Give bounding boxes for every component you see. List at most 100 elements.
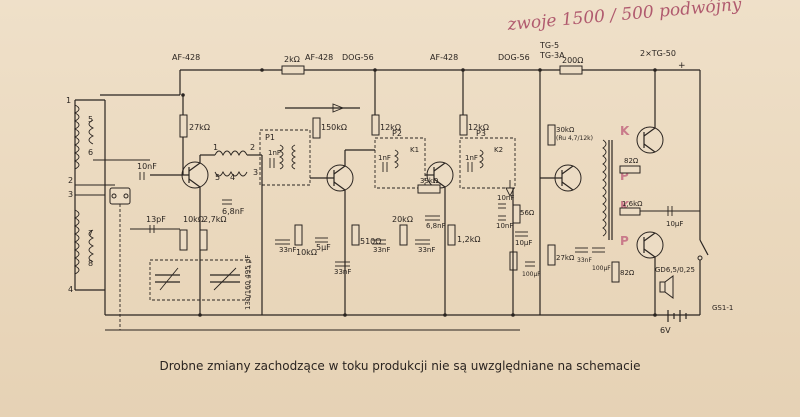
svg-text:150kΩ: 150kΩ <box>321 123 347 132</box>
svg-text:10kΩ: 10kΩ <box>183 215 204 224</box>
resistor-39k <box>417 184 441 194</box>
svg-text:3: 3 <box>68 190 73 199</box>
svg-text:33nF: 33nF <box>373 246 390 254</box>
svg-text:2kΩ: 2kΩ <box>284 55 300 64</box>
output-transistor-1 <box>636 126 664 154</box>
svg-text:1: 1 <box>66 96 71 105</box>
svg-text:7: 7 <box>88 229 93 238</box>
svg-text:10μF: 10μF <box>515 239 532 247</box>
transistor-label-2: AF-428 <box>305 53 333 62</box>
ptc-label: (Ru 4,7/12k) <box>556 135 593 142</box>
power-switch[interactable] <box>697 70 709 315</box>
caption: Drobne zmiany zachodzące w toku produkcj… <box>160 359 641 373</box>
transistor-label-1: AF-428 <box>172 53 200 62</box>
resistor-27k-b <box>547 244 556 266</box>
svg-text:P3: P3 <box>476 129 486 138</box>
svg-text:5μF: 5μF <box>316 243 331 252</box>
svg-text:10nF: 10nF <box>497 194 514 202</box>
band-switch[interactable] <box>109 187 131 330</box>
svg-text:4: 4 <box>68 285 73 294</box>
resistor-82-a <box>619 165 641 174</box>
svg-text:100μF: 100μF <box>592 265 611 272</box>
resistor-12k-1 <box>371 114 380 136</box>
svg-text:1,2kΩ: 1,2kΩ <box>457 235 480 244</box>
svg-text:10μF: 10μF <box>666 220 683 228</box>
svg-text:56Ω: 56Ω <box>520 209 535 217</box>
svg-text:K: K <box>620 199 630 213</box>
svg-text:6,8nF: 6,8nF <box>222 207 245 216</box>
svg-text:27kΩ: 27kΩ <box>189 123 210 132</box>
svg-text:30kΩ: 30kΩ <box>556 126 575 134</box>
resistor-10k-b <box>294 224 303 246</box>
svg-text:P2: P2 <box>392 129 402 138</box>
transistor-label-7: TG-3A <box>539 51 565 60</box>
oscillator-coil <box>214 150 263 315</box>
svg-text:33nF: 33nF <box>334 268 351 276</box>
svg-text:6: 6 <box>88 148 93 157</box>
svg-text:K1: K1 <box>410 146 419 154</box>
resistor-56 <box>512 204 521 224</box>
svg-text:100μF: 100μF <box>522 271 541 278</box>
battery-icon <box>667 310 687 322</box>
svg-text:33nF: 33nF <box>577 257 592 264</box>
svg-text:P: P <box>620 169 629 183</box>
svg-text:2,7kΩ: 2,7kΩ <box>203 215 226 224</box>
svg-text:200Ω: 200Ω <box>562 56 583 65</box>
svg-text:1: 1 <box>213 143 218 152</box>
svg-text:5: 5 <box>88 115 93 124</box>
transistor-label-8: 2×TG-50 <box>640 49 676 58</box>
resistor-200 <box>559 65 583 75</box>
svg-text:33nF: 33nF <box>279 246 296 254</box>
svg-text:K: K <box>620 124 630 138</box>
transistor-label-4: AF-428 <box>430 53 458 62</box>
svg-text:27kΩ: 27kΩ <box>556 254 575 262</box>
resistor-20k <box>399 224 408 246</box>
switch-label: GS1-1 <box>712 304 733 312</box>
svg-text:20kΩ: 20kΩ <box>392 215 413 224</box>
svg-text:33nF: 33nF <box>418 246 435 254</box>
svg-text:510Ω: 510Ω <box>360 237 381 246</box>
svg-text:10nF: 10nF <box>137 162 157 171</box>
if-transformer-3 <box>459 137 516 189</box>
trimmer-label: 130/160 495 pF <box>244 255 252 310</box>
svg-text:1nF: 1nF <box>465 154 478 162</box>
resistor-30k <box>547 124 556 146</box>
svg-text:1,6kΩ: 1,6kΩ <box>622 200 643 208</box>
transistor-label-6: TG-5 <box>539 41 559 50</box>
speaker-icon <box>659 275 674 299</box>
svg-text:1nF: 1nF <box>378 154 391 162</box>
ferrite-antenna <box>73 99 150 315</box>
transistor-label-5: DOG-56 <box>498 53 530 62</box>
resistor-82-b <box>611 261 620 283</box>
svg-text:13pF: 13pF <box>146 215 166 224</box>
svg-text:2: 2 <box>250 143 255 152</box>
svg-text:6,8nF: 6,8nF <box>426 222 446 230</box>
svg-text:12kΩ: 12kΩ <box>380 123 401 132</box>
resistor-510 <box>351 224 360 246</box>
svg-text:K2: K2 <box>494 146 503 154</box>
svg-text:1nF: 1nF <box>268 149 281 157</box>
resistor-2k <box>281 65 305 75</box>
if-transformer-1 <box>259 129 311 186</box>
svg-text:39kΩ: 39kΩ <box>420 177 439 185</box>
svg-text:5: 5 <box>215 173 220 182</box>
output-transistor-2 <box>636 231 664 259</box>
if-transformer-2 <box>374 137 426 189</box>
svg-text:8: 8 <box>88 259 93 268</box>
resistor-1k6 <box>619 207 641 216</box>
svg-text:82Ω: 82Ω <box>620 269 635 277</box>
svg-text:82Ω: 82Ω <box>624 157 639 165</box>
transistor-label-3: DOG-56 <box>342 53 374 62</box>
thermistor-label: GD6,5/0,25 <box>655 266 695 274</box>
potentiometer-150k[interactable] <box>312 117 321 139</box>
svg-text:4: 4 <box>230 173 235 182</box>
svg-text:P: P <box>620 234 629 248</box>
svg-text:12kΩ: 12kΩ <box>468 123 489 132</box>
resistor-10k <box>179 229 188 251</box>
svg-text:+: + <box>678 61 686 71</box>
resistor-27k <box>179 114 188 138</box>
svg-text:P1: P1 <box>265 133 275 142</box>
svg-text:10nF: 10nF <box>496 222 513 230</box>
